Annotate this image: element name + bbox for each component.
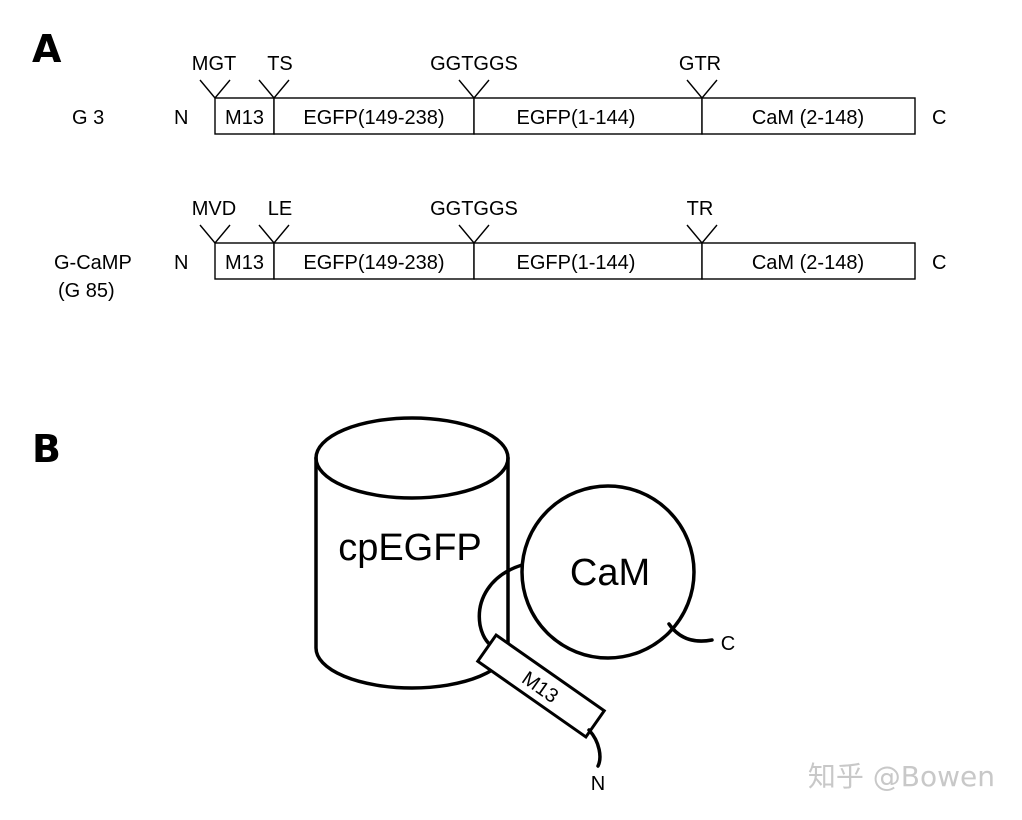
cpegfp-barrel-top bbox=[314, 416, 510, 500]
c-terminus-label: C bbox=[932, 252, 946, 274]
linker-marker bbox=[199, 79, 231, 100]
domain-egfp-149-238 bbox=[273, 97, 475, 135]
n-terminus-label: N bbox=[174, 252, 188, 274]
domain-cam bbox=[701, 242, 916, 280]
cpegfp-barrel-body bbox=[314, 456, 510, 690]
construct-g3: G 3 N C M13 EGFP(149-238) EGFP(1-144) Ca… bbox=[72, 53, 946, 135]
n-terminus-label: N bbox=[591, 773, 605, 795]
linker-label: GGTGGS bbox=[430, 198, 518, 220]
domain-m13 bbox=[214, 97, 275, 135]
construct-gcamp: G-CaMP (G 85) N C M13 EGFP(149-238) EGFP… bbox=[54, 198, 946, 302]
linker-label: TS bbox=[267, 53, 293, 75]
domain-cam bbox=[701, 97, 916, 135]
domain-egfp-1-144 bbox=[473, 97, 703, 135]
n-terminal-tail bbox=[587, 728, 602, 768]
linker-marker bbox=[458, 79, 490, 100]
linker-label: LE bbox=[268, 198, 292, 220]
c-terminus-label: C bbox=[721, 633, 735, 655]
m13-peptide: M13 bbox=[475, 632, 607, 740]
domain-label: CaM (2-148) bbox=[752, 252, 864, 274]
linker-label: MVD bbox=[192, 198, 236, 220]
construct-name-sub: (G 85) bbox=[58, 280, 115, 302]
domain-label: EGFP(149-238) bbox=[303, 107, 444, 129]
n-terminus-label: N bbox=[174, 107, 188, 129]
domain-label: EGFP(1-144) bbox=[517, 252, 636, 274]
cam-label: CaM bbox=[570, 552, 650, 594]
m13-box bbox=[475, 632, 607, 740]
domain-label: EGFP(149-238) bbox=[303, 252, 444, 274]
watermark: 知乎 @Bowen bbox=[808, 760, 995, 793]
linker-label: TR bbox=[687, 198, 714, 220]
domain-egfp-149-238 bbox=[273, 242, 475, 280]
linker-marker bbox=[686, 224, 718, 245]
domain-label: M13 bbox=[225, 252, 264, 274]
domain-label: M13 bbox=[225, 107, 264, 129]
linker-label: GGTGGS bbox=[430, 53, 518, 75]
domain-label: EGFP(1-144) bbox=[517, 107, 636, 129]
c-terminal-tail bbox=[667, 622, 714, 643]
linker-marker bbox=[258, 79, 290, 100]
linker-marker bbox=[258, 224, 290, 245]
domain-egfp-1-144 bbox=[473, 242, 703, 280]
linker-marker bbox=[686, 79, 718, 100]
linker-label: MGT bbox=[192, 53, 236, 75]
domain-m13 bbox=[214, 242, 275, 280]
cam-sphere bbox=[520, 484, 696, 660]
cpegfp-label: cpEGFP bbox=[338, 527, 482, 569]
construct-name: G 3 bbox=[72, 107, 104, 129]
linker-label: GTR bbox=[679, 53, 721, 75]
panel-a-label: A bbox=[32, 27, 62, 71]
construct-name: G-CaMP bbox=[54, 252, 132, 274]
panel-b-label: B bbox=[32, 427, 61, 471]
domain-label: CaM (2-148) bbox=[752, 107, 864, 129]
linker-marker bbox=[199, 224, 231, 245]
c-terminus-label: C bbox=[932, 107, 946, 129]
linker-marker bbox=[458, 224, 490, 245]
gcamp-schematic: cpEGFP CaM M13 N C bbox=[314, 416, 735, 795]
